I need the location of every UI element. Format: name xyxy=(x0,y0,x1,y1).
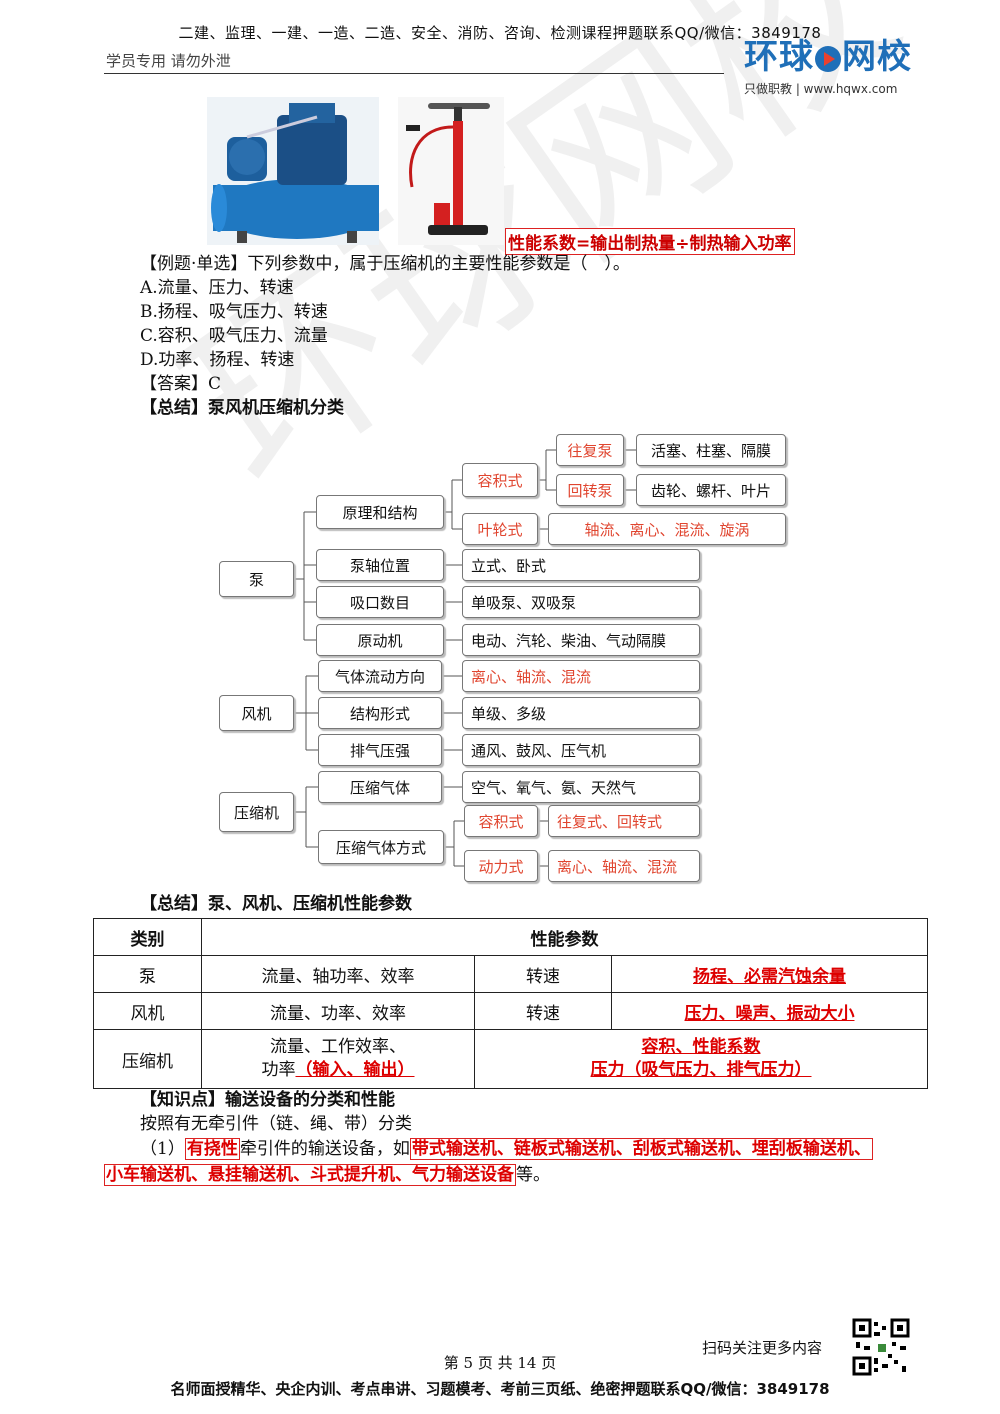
row-params-c: 扬程、必需汽蚀余量 xyxy=(611,955,928,993)
node-shaft-position-items: 立式、卧式 xyxy=(462,549,700,581)
knowledge-line1: 按照有无牵引件（链、绳、带）分类 xyxy=(140,1114,412,1134)
node-positive-displacement: 容积式 xyxy=(462,463,538,497)
conveyor-list-2: 小车输送机、悬挂输送机、斗式提升机、气力输送设备 xyxy=(104,1164,516,1186)
node-compressor: 压缩机 xyxy=(219,792,294,832)
node-dynamic: 动力式 xyxy=(464,850,538,882)
performance-table: 类别 性能参数 泵 流量、轴功率、效率 转速 扬程、必需汽蚀余量 风机 流量、功… xyxy=(93,918,928,1089)
page-number: 第 5 页 共 14 页 xyxy=(443,1354,557,1372)
node-impeller-items: 轴流、离心、混流、旋涡 xyxy=(548,513,786,545)
footer-contact-line: 名师面授精华、央企内训、考点串讲、习题模考、考前三页纸、绝密押题联系QQ/微信：… xyxy=(170,1380,830,1398)
header-divider xyxy=(104,73,724,74)
node-impeller: 叶轮式 xyxy=(462,513,538,545)
node-flow-direction: 气体流动方向 xyxy=(318,660,442,692)
table-row: 泵 流量、轴功率、效率 转速 扬程、必需汽蚀余量 xyxy=(93,955,928,993)
node-dynamic-items: 离心、轴流、混流 xyxy=(548,850,700,882)
node-compression-method: 压缩气体方式 xyxy=(318,830,444,864)
node-compressed-gas-items: 空气、氧气、氨、天然气 xyxy=(462,771,700,803)
row-params-a: 流量、工作效率、 功率（输入、输出） xyxy=(201,1029,475,1089)
row-category: 泵 xyxy=(93,955,202,993)
flexible-highlight: 有挠性 xyxy=(184,1138,240,1160)
row-params-a: 流量、功率、效率 xyxy=(201,992,475,1030)
node-rotary: 回转泵 xyxy=(556,474,624,506)
hand-pump-image xyxy=(398,97,504,245)
row-params-b: 转速 xyxy=(474,992,612,1030)
para-mid: 牵引件的输送设备，如 xyxy=(239,1139,410,1159)
node-compressed-gas: 压缩气体 xyxy=(318,771,442,803)
para-end: 等。 xyxy=(516,1165,550,1185)
header-confidential-note: 学员专用 请勿外泄 xyxy=(106,52,231,70)
node-structure-form: 结构形式 xyxy=(318,697,442,729)
node-fan: 风机 xyxy=(219,695,294,731)
row-params-c: 容积、性能系数 压力（吸气压力、排气压力） xyxy=(474,1029,928,1089)
comp-params-c1: 容积、性能系数 xyxy=(641,1037,761,1057)
air-compressor-image xyxy=(207,97,381,245)
node-suction-count: 吸口数目 xyxy=(316,586,444,618)
header-contact-line: 二建、监理、一建、一造、二造、安全、消防、咨询、检测课程押题联系QQ/微信：38… xyxy=(178,24,822,42)
summary-classification-title: 【总结】泵风机压缩机分类 xyxy=(140,398,344,418)
node-pump: 泵 xyxy=(219,561,294,597)
option-c: C.容积、吸气压力、流量 xyxy=(140,326,328,346)
comp-params-io: （输入、输出） xyxy=(295,1060,415,1080)
knowledge-paragraph-line1: （1）有挠性牵引件的输送设备，如带式输送机、链板式输送机、刮板式输送机、埋刮板输… xyxy=(140,1137,873,1161)
knowledge-title: 【知识点】输送设备的分类和性能 xyxy=(140,1090,395,1110)
node-comp-positive: 容积式 xyxy=(464,805,538,837)
play-icon xyxy=(815,45,841,72)
header-parameters: 性能参数 xyxy=(201,918,928,956)
node-comp-positive-items: 往复式、回转式 xyxy=(548,805,700,837)
summary-performance-title: 【总结】泵、风机、压缩机性能参数 xyxy=(140,894,412,914)
row-category: 压缩机 xyxy=(93,1029,202,1089)
node-suction-count-items: 单吸泵、双吸泵 xyxy=(462,586,700,618)
para-prefix: （1） xyxy=(140,1139,185,1159)
cop-formula: 性能系数=输出制热量÷制热输入功率 xyxy=(505,228,795,255)
knowledge-paragraph-line2: 小车输送机、悬挂输送机、斗式提升机、气力输送设备等。 xyxy=(104,1163,550,1187)
comp-params-c2: 压力（吸气压力、排气压力） xyxy=(590,1060,812,1080)
node-reciprocating-items: 活塞、柱塞、隔膜 xyxy=(636,434,786,466)
node-flow-direction-items: 离心、轴流、混流 xyxy=(462,660,700,692)
brand-logo: 环球网校 只做职教 | www.hqwx.com xyxy=(744,38,919,97)
answer: 【答案】C xyxy=(140,374,222,394)
logo-text-b: 网校 xyxy=(842,37,912,77)
qr-caption: 扫码关注更多内容 xyxy=(702,1339,823,1357)
table-row: 风机 流量、功率、效率 转速 压力、噪声、振动大小 xyxy=(93,992,928,1030)
row-params-a: 流量、轴功率、效率 xyxy=(201,955,475,993)
node-prime-mover: 原动机 xyxy=(316,624,444,656)
conveyor-list-1: 带式输送机、链板式输送机、刮板式输送机、埋刮板输送机、 xyxy=(409,1138,873,1160)
node-exhaust-pressure-items: 通风、鼓风、压气机 xyxy=(462,734,700,766)
node-rotary-items: 齿轮、螺杆、叶片 xyxy=(636,474,786,506)
row-category: 风机 xyxy=(93,992,202,1030)
header-category: 类别 xyxy=(93,918,202,956)
logo-subtitle: 只做职教 | www.hqwx.com xyxy=(744,82,898,96)
logo-text-a: 环球 xyxy=(744,37,814,77)
node-reciprocating: 往复泵 xyxy=(556,434,624,466)
node-principle: 原理和结构 xyxy=(316,495,444,529)
node-prime-mover-items: 电动、汽轮、柴油、气动隔膜 xyxy=(462,624,700,656)
tree-connectors xyxy=(294,449,636,867)
comp-params-power: 功率 xyxy=(261,1060,296,1080)
node-structure-form-items: 单级、多级 xyxy=(462,697,700,729)
row-params-b: 转速 xyxy=(474,955,612,993)
option-d: D.功率、扬程、转速 xyxy=(140,350,295,370)
node-shaft-position: 泵轴位置 xyxy=(316,549,444,581)
comp-params-line1: 流量、工作效率、 xyxy=(270,1037,406,1057)
option-a: A.流量、压力、转速 xyxy=(140,278,294,298)
option-b: B.扬程、吸气压力、转速 xyxy=(140,302,328,322)
node-exhaust-pressure: 排气压强 xyxy=(318,734,442,766)
row-params-c: 压力、噪声、振动大小 xyxy=(611,992,928,1030)
question-stem: 【例题·单选】下列参数中，属于压缩机的主要性能参数是（ ）。 xyxy=(140,254,630,274)
table-row: 压缩机 流量、工作效率、 功率（输入、输出） 容积、性能系数 压力（吸气压力、排… xyxy=(93,1029,928,1089)
qr-code-icon[interactable] xyxy=(852,1318,910,1376)
